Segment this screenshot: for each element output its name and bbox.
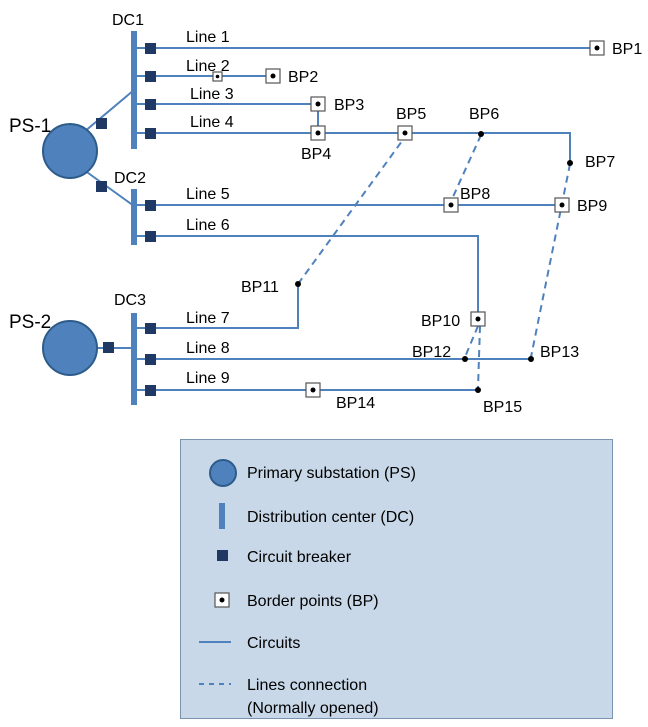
circuit-breaker-ps2-dc3 (103, 342, 114, 353)
legend-symbols: Primary substation (PS) Distribution cen… (199, 459, 416, 717)
bp10-bp12-connection (464, 325, 479, 358)
bp10-bp15-connection (477, 325, 481, 389)
line-7-wire (137, 286, 299, 329)
bp7-label: BP7 (585, 154, 615, 171)
line-5-label: Line 5 (186, 186, 230, 203)
ps2-feeder (96, 342, 134, 353)
bp11-label: BP11 (241, 279, 279, 296)
bp8-marker (443, 197, 459, 213)
ps1-substation (42, 123, 98, 179)
legend-dc-label: Distribution center (DC) (247, 509, 414, 526)
bp4-marker (310, 125, 326, 141)
distribution-center-icon (219, 503, 225, 529)
line-4-wire (137, 132, 571, 162)
bp12-dot (462, 356, 468, 362)
legend-cb-label: Circuit breaker (247, 549, 352, 566)
bp8-label: BP8 (460, 186, 490, 203)
bp6-dot (478, 131, 484, 137)
dc2-label: DC2 (114, 170, 146, 187)
bp2-label: BP2 (288, 69, 318, 86)
circuit-breaker-ps1-dc1 (96, 118, 107, 129)
bp10-label: BP10 (421, 313, 460, 330)
bp5-marker (397, 125, 413, 141)
legend-connection-sublabel: (Normally opened) (247, 700, 379, 717)
bp7-dot (567, 160, 573, 166)
circuit-breaker-line-5 (145, 200, 156, 211)
dc3-label: DC3 (114, 292, 146, 309)
circuit-breaker-line-6 (145, 231, 156, 242)
border-points (212, 40, 605, 398)
bp6-label: BP6 (469, 106, 499, 123)
circuit-breaker-line-8 (145, 354, 156, 365)
bp4-label: BP4 (301, 146, 331, 163)
ps2-substation (42, 320, 98, 376)
legend: Primary substation (PS) Distribution cen… (180, 439, 613, 719)
circuit-breaker-line-7 (145, 323, 156, 334)
ps2-label: PS-2 (9, 312, 51, 333)
dc2-bus (131, 189, 137, 245)
circuit-breaker-line-4 (145, 128, 156, 139)
legend-circuits-label: Circuits (247, 635, 300, 652)
legend-ps-label: Primary substation (PS) (247, 465, 416, 482)
circuit-breaker-ps1-dc2 (96, 181, 107, 192)
substation-icon (209, 459, 237, 487)
line-1-label: Line 1 (186, 29, 230, 46)
bp13-dot (528, 356, 534, 362)
line-4-label: Line 4 (190, 114, 234, 131)
lines-connections (297, 134, 571, 389)
dc1-bus (131, 31, 137, 149)
bp2-marker (265, 68, 281, 84)
circuit-breaker-icon (217, 550, 228, 561)
bp9-label: BP9 (577, 198, 607, 215)
bp9-marker (554, 197, 570, 213)
bp13-label: BP13 (540, 344, 579, 361)
line-3-label: Line 3 (190, 86, 234, 103)
bp1-label: BP1 (612, 41, 642, 58)
bp7-bp13-connection (530, 163, 571, 358)
circuit-breaker-line-2 (145, 71, 156, 82)
bp11-dot (295, 281, 301, 287)
circuit-breaker-line-1 (145, 43, 156, 54)
bp12-label: BP12 (412, 344, 451, 361)
line-6-label: Line 6 (186, 217, 230, 234)
line2-small-bp-marker (212, 71, 223, 82)
dc3-bus (131, 313, 137, 405)
line-7-label: Line 7 (186, 310, 230, 327)
legend-bp-label: Border points (BP) (247, 593, 379, 610)
bp15-dot (475, 387, 481, 393)
bp15-label: BP15 (483, 399, 522, 416)
bp11-bp5-connection (297, 136, 406, 285)
circuits (137, 47, 597, 391)
bp3-marker (310, 96, 326, 112)
line-2-label: Line 2 (186, 58, 230, 75)
bp3-label: BP3 (334, 97, 364, 114)
legend-connection-label: Lines connection (247, 677, 367, 694)
bp14-marker (305, 382, 321, 398)
ps1-label: PS-1 (9, 116, 51, 137)
bp10-marker (470, 311, 486, 327)
circuit-breaker-line-3 (145, 99, 156, 110)
circuit-breaker-line-9 (145, 385, 156, 396)
dc1-label: DC1 (112, 12, 144, 29)
bp5-label: BP5 (396, 106, 426, 123)
bp14-label: BP14 (336, 395, 375, 412)
line-9-label: Line 9 (186, 370, 230, 387)
line-6-wire (137, 235, 479, 312)
bp1-marker (589, 40, 605, 56)
line-8-label: Line 8 (186, 340, 230, 357)
ps1-feeders (83, 89, 135, 207)
dc-circuit-breakers (145, 43, 156, 396)
